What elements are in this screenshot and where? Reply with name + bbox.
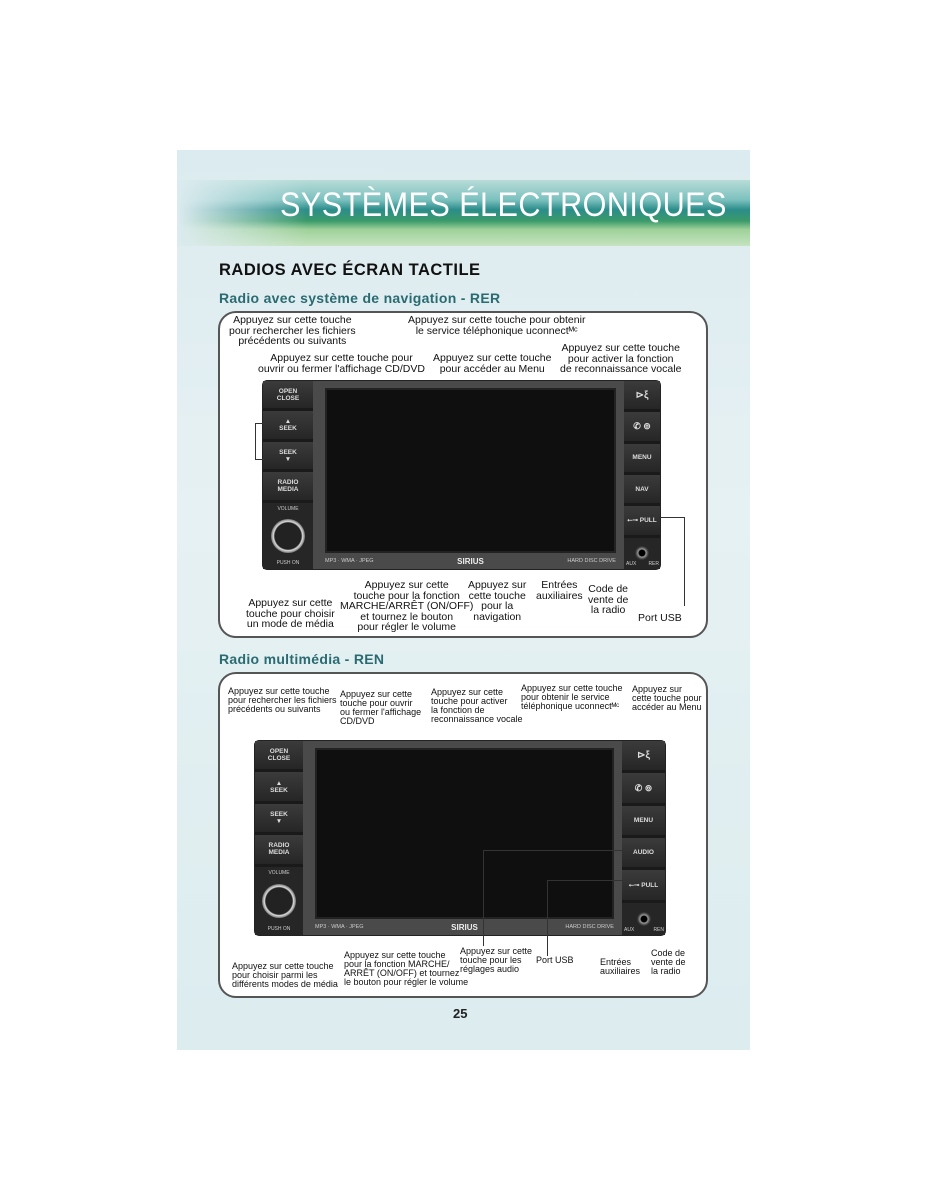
rer-label-usb: Port USB xyxy=(638,612,682,624)
ren-label-voice: Appuyez sur cette touche pour activer la… xyxy=(431,687,523,724)
touch-screen[interactable] xyxy=(325,388,616,553)
aux-jack-icon xyxy=(636,911,651,926)
leader-line xyxy=(483,850,624,946)
volume-knob[interactable] xyxy=(271,518,305,553)
seek-up-button[interactable]: ▲ SEEK xyxy=(255,772,303,804)
rer-label-phone: Appuyez sur cette touche pour obtenir le… xyxy=(408,314,586,337)
ren-subtitle: Radio multimédia - REN xyxy=(219,651,385,667)
audio-button[interactable]: AUDIO xyxy=(622,838,665,871)
ren-label-aux: Entrées auxiliaires xyxy=(600,957,641,976)
ren-label-volume: Appuyez sur cette touche pour la fonctio… xyxy=(344,950,469,987)
menu-button[interactable]: MENU xyxy=(622,805,665,839)
seek-down-button[interactable]: SEEK ▼ xyxy=(255,803,303,836)
formats-label: MP3 · WMA · JPEG xyxy=(325,558,374,564)
ren-label-usb: Port USB xyxy=(536,955,574,965)
aux-jack-icon xyxy=(635,546,649,561)
volume-area: VOLUME PUSH ON xyxy=(255,866,303,936)
aux-label: AUX xyxy=(626,561,637,567)
menu-button[interactable]: MENU xyxy=(624,443,660,476)
seek-up-button[interactable]: ▲ SEEK xyxy=(263,411,313,442)
ren-label-audio: Appuyez sur cette touche pour les réglag… xyxy=(460,946,533,974)
seek-down-button[interactable]: SEEK ▼ xyxy=(263,441,313,473)
bottom-strip: MP3 · WMA · JPEG SIRIUS HARD DISC DRIVE xyxy=(315,919,614,935)
aux-input[interactable]: AUX RER xyxy=(624,537,660,569)
volume-knob[interactable] xyxy=(262,883,296,918)
ren-label-menu: Appuyez sur cette touche pour accéder au… xyxy=(632,684,702,712)
usb-port-icon[interactable]: ⭠⊸ PULL xyxy=(622,870,665,903)
ren-label-phone: Appuyez sur cette touche pour obtenir le… xyxy=(521,683,623,711)
leader-line xyxy=(547,880,624,956)
rer-subtitle: Radio avec système de navigation - RER xyxy=(219,290,501,306)
header-band-fade xyxy=(177,180,307,246)
voice-command-button[interactable]: ⊳ξ xyxy=(622,741,665,774)
formats-label: MP3 · WMA · JPEG xyxy=(315,924,364,930)
ren-radio-unit: OPEN CLOSE ▲ SEEK SEEK ▼ RADIO MEDIA VOL… xyxy=(255,741,665,936)
rer-label-volume: Appuyez sur cette touche pour la fonctio… xyxy=(340,579,474,633)
nav-button[interactable]: NAV xyxy=(624,475,660,507)
usb-port-icon[interactable]: ⭠⊸ PULL xyxy=(624,506,660,538)
push-on-label: PUSH ON xyxy=(267,926,291,932)
radio-media-button[interactable]: RADIO MEDIA xyxy=(263,472,313,503)
rer-radio-unit: OPEN CLOSE ▲ SEEK SEEK ▼ RADIO MEDIA VOL… xyxy=(263,381,660,570)
open-close-button[interactable]: OPEN CLOSE xyxy=(255,741,303,773)
rer-label-seek: Appuyez sur cette touche pour rechercher… xyxy=(229,314,356,347)
phone-button[interactable]: ✆ ⊚ xyxy=(622,773,665,806)
radio-code-label: RER xyxy=(648,561,659,567)
page-number: 25 xyxy=(453,1006,468,1021)
ren-label-open: Appuyez sur cette touche pour ouvrir ou … xyxy=(340,689,422,726)
rer-label-open: Appuyez sur cette touche pour ouvrir ou … xyxy=(258,352,425,375)
open-close-button[interactable]: OPEN CLOSE xyxy=(263,381,313,412)
section-title: RADIOS AVEC ÉCRAN TACTILE xyxy=(219,261,481,279)
radio-media-button[interactable]: RADIO MEDIA xyxy=(255,835,303,867)
ren-label-code: Code de vente de la radio xyxy=(651,948,686,976)
radio-code-label: REN xyxy=(653,927,664,933)
chapter-title: SYSTÈMES ÉLECTRONIQUES xyxy=(280,186,727,224)
touch-screen[interactable] xyxy=(315,748,614,919)
aux-label: AUX xyxy=(624,927,635,933)
bottom-strip: MP3 · WMA · JPEG SIRIUS HARD DISC DRIVE xyxy=(325,553,616,569)
voice-command-button[interactable]: ⊳ξ xyxy=(624,381,660,413)
leader-line xyxy=(255,423,264,460)
ren-label-media: Appuyez sur cette touche pour choisir pa… xyxy=(232,961,338,989)
push-on-label: PUSH ON xyxy=(276,560,300,566)
rer-label-nav: Appuyez sur cette touche pour la navigat… xyxy=(468,579,527,623)
hdd-label: HARD DISC DRIVE xyxy=(567,558,616,564)
sirius-logo: SIRIUS xyxy=(451,922,478,932)
volume-label: VOLUME xyxy=(277,505,299,512)
sirius-logo: SIRIUS xyxy=(457,556,484,566)
rer-label-voice: Appuyez sur cette touche pour activer la… xyxy=(560,342,682,375)
phone-button[interactable]: ✆ ⊚ xyxy=(624,412,660,444)
rer-label-aux: Entrées auxiliaires xyxy=(536,579,583,602)
volume-area: VOLUME PUSH ON xyxy=(263,502,313,570)
ren-label-seek: Appuyez sur cette touche pour rechercher… xyxy=(228,686,337,714)
hdd-label: HARD DISC DRIVE xyxy=(565,924,614,930)
aux-input[interactable]: AUX REN xyxy=(622,902,665,935)
leader-line xyxy=(660,517,685,606)
volume-label: VOLUME xyxy=(268,869,290,876)
rer-label-media: Appuyez sur cette touche pour choisir un… xyxy=(246,597,335,630)
rer-label-menu: Appuyez sur cette touche pour accéder au… xyxy=(433,352,552,375)
rer-label-code: Code de vente de la radio xyxy=(588,583,629,616)
